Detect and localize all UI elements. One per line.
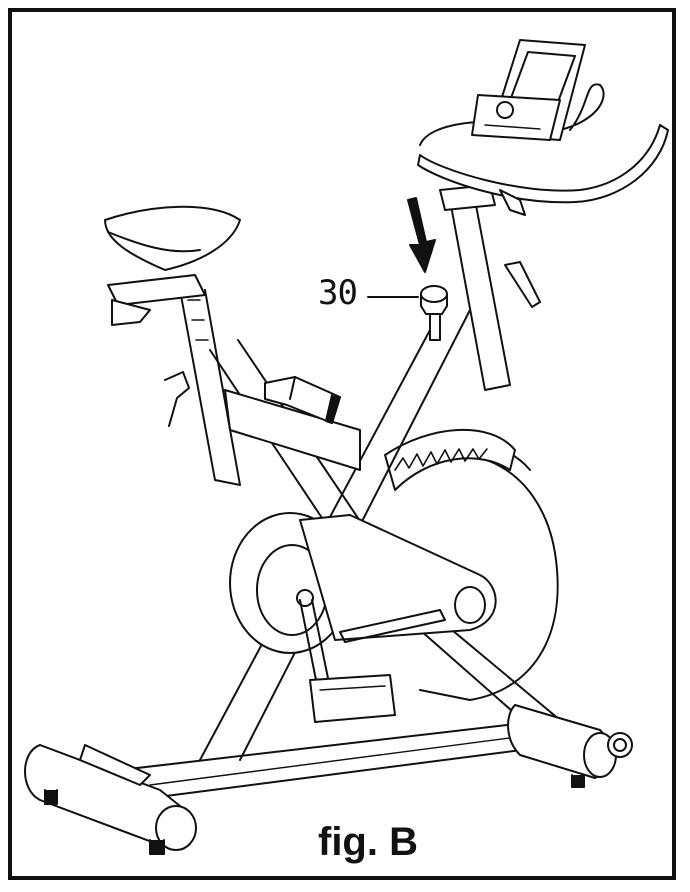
seat-assembly — [104, 205, 241, 486]
belt-cover — [229, 512, 497, 654]
handlebar-assembly — [417, 39, 669, 391]
part-number-label: 30 — [318, 273, 358, 313]
rear-stabilizer — [507, 704, 633, 788]
tension-knob — [420, 285, 448, 341]
front-stabilizer — [24, 744, 197, 855]
callout-30 — [367, 197, 448, 341]
figure-caption: fig. B — [318, 820, 418, 864]
water-bottle — [264, 376, 341, 424]
crank-pedal — [299, 599, 396, 723]
arrow-down-icon — [407, 197, 436, 273]
